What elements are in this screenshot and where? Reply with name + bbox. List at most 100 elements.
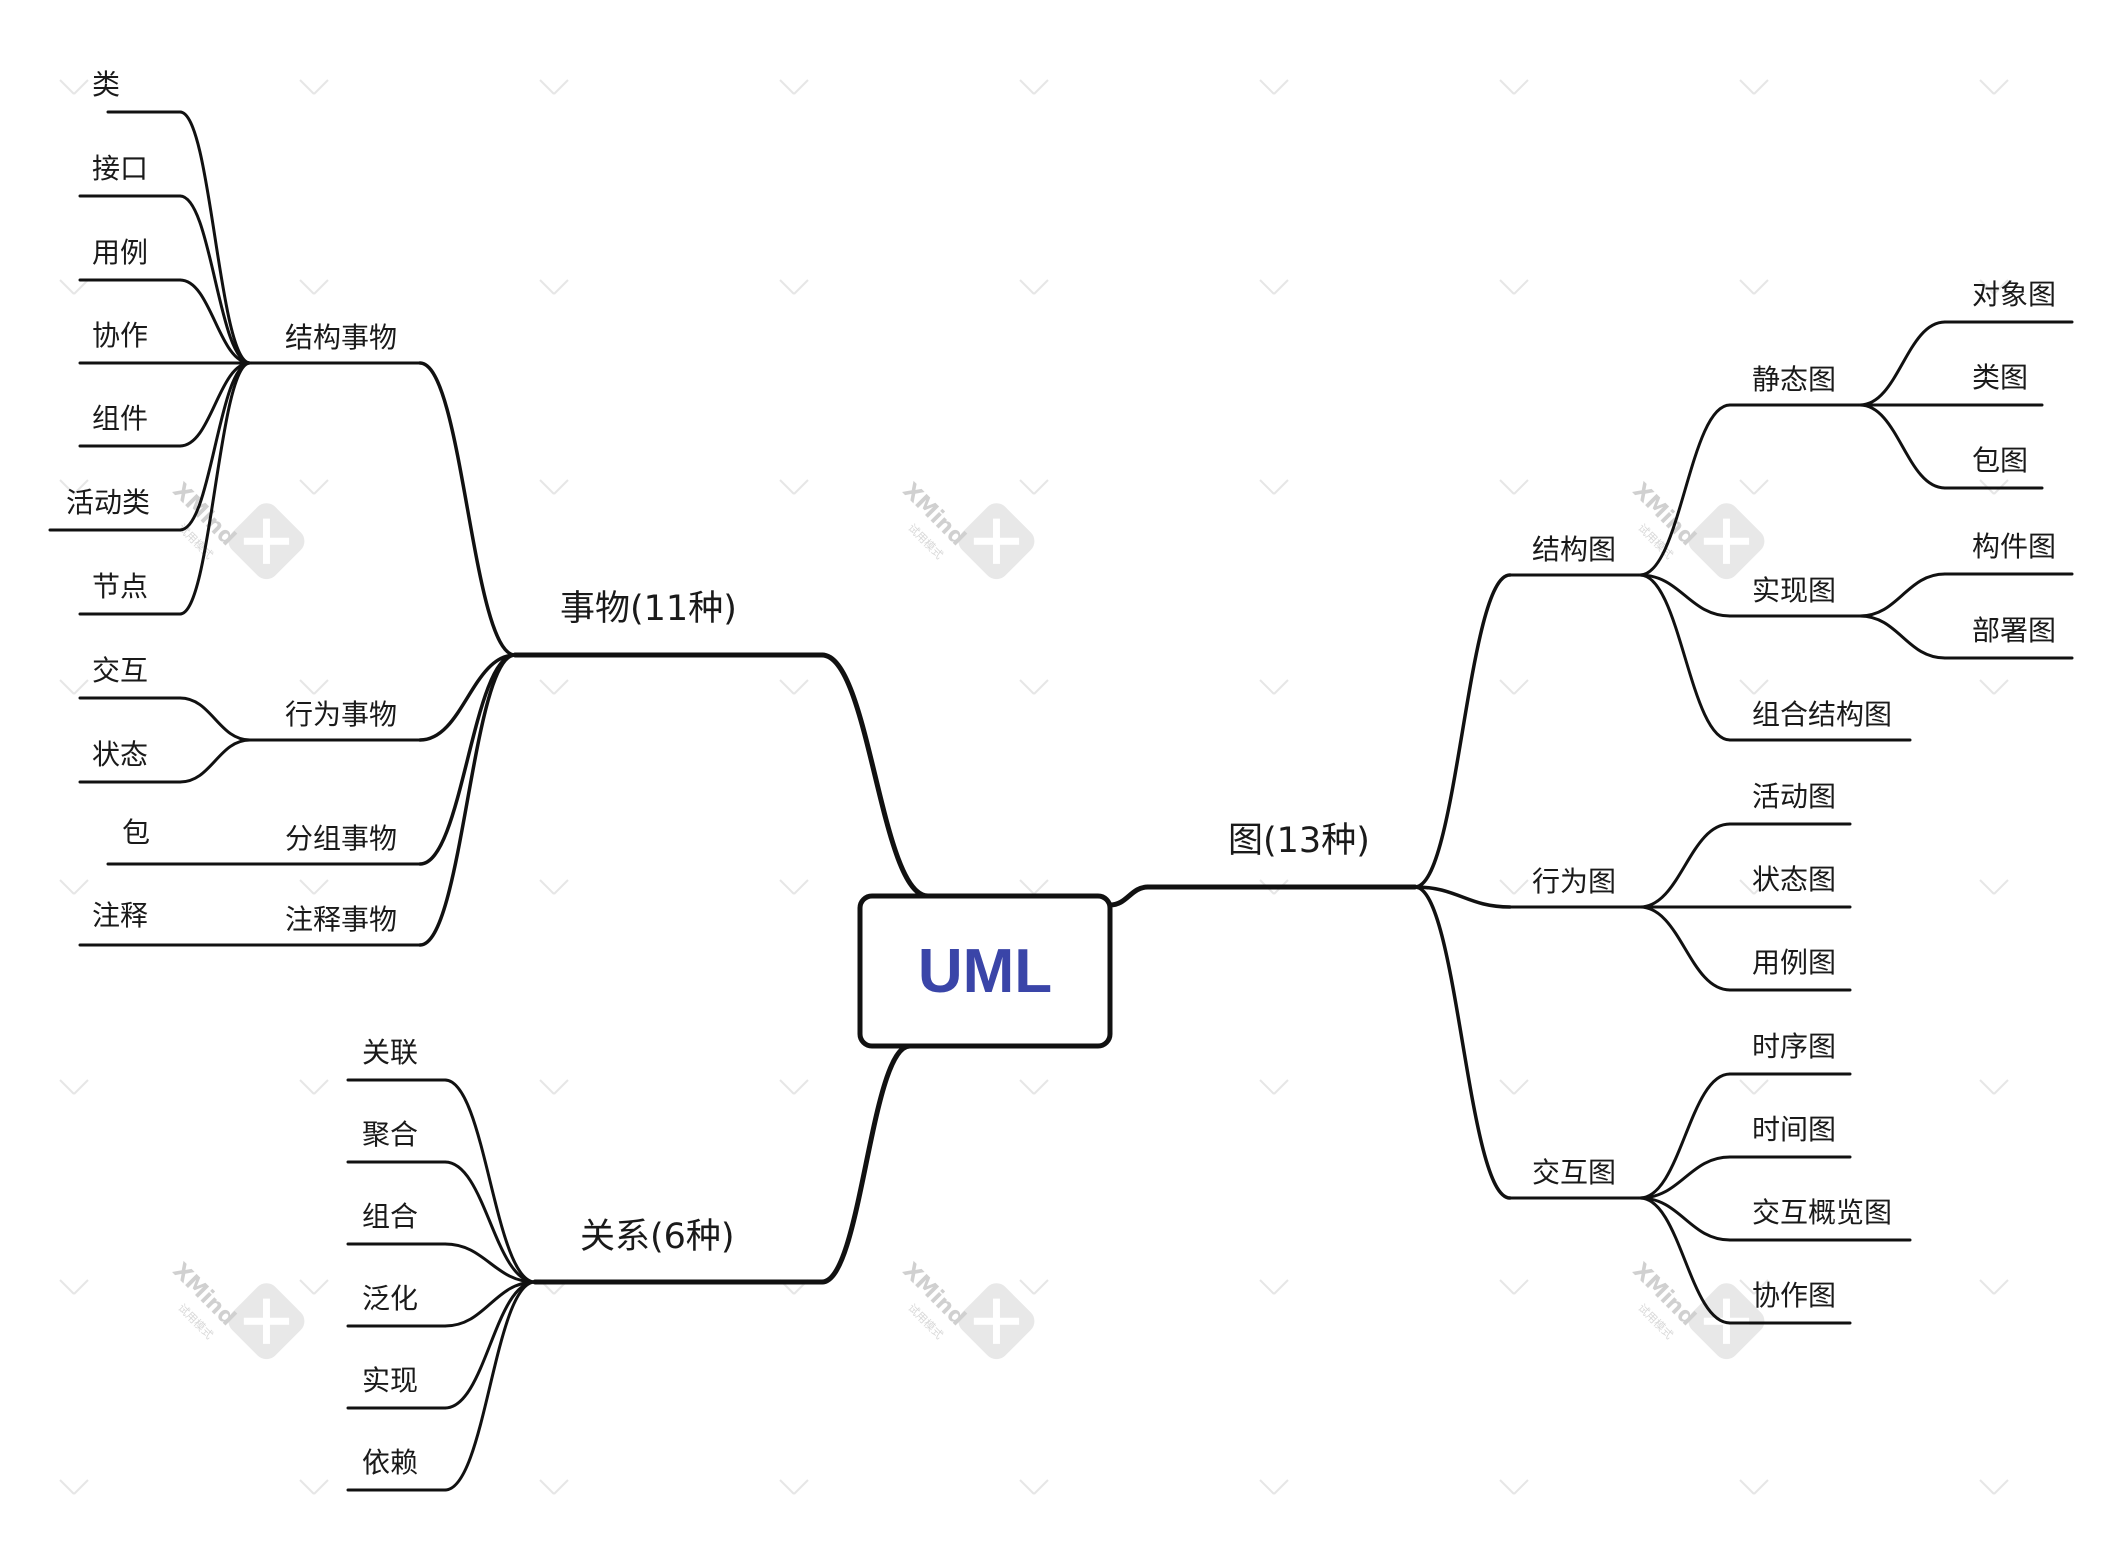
- background-mark: [1499, 679, 1529, 695]
- connector-sub-grouping-things: [418, 653, 517, 866]
- background-mark: [299, 79, 329, 95]
- connector-root-things: [819, 652, 931, 899]
- x-glyph-icon: [243, 518, 290, 564]
- sub-structure-diagrams[interactable]: 结构图: [1532, 533, 1616, 566]
- connector-sub-structural-things: [418, 361, 517, 657]
- background-mark: [1499, 79, 1529, 95]
- sub-behavior-diagrams[interactable]: 行为图: [1532, 865, 1616, 898]
- leaf-relation-3[interactable]: 泛化: [362, 1282, 418, 1315]
- connector-sub-structure-diagrams: [1413, 573, 1512, 889]
- background-mark: [539, 279, 569, 295]
- background-mark: [1499, 479, 1529, 495]
- sub-annotation-things[interactable]: 注释事物: [285, 903, 397, 936]
- background-mark: [59, 279, 89, 295]
- leaf-relation-0[interactable]: 关联: [362, 1036, 418, 1069]
- background-mark: [1739, 879, 1769, 895]
- connector-interaction-leaf: [1638, 1196, 1732, 1325]
- background-mark: [1739, 479, 1769, 495]
- leaf-structural-4[interactable]: 组件: [92, 402, 148, 435]
- leaf-structural-6[interactable]: 节点: [92, 570, 148, 603]
- sub-interaction-diagrams[interactable]: 交互图: [1532, 1156, 1616, 1189]
- background-mark: [1979, 879, 2009, 895]
- leaf-interaction-2[interactable]: 交互概览图: [1752, 1196, 1892, 1229]
- leaf-static-2[interactable]: 包图: [1972, 444, 2028, 477]
- leaf-interaction-1[interactable]: 时间图: [1752, 1113, 1836, 1146]
- leaf-relation-4[interactable]: 实现: [362, 1364, 418, 1397]
- background-mark: [779, 1479, 809, 1495]
- leaf-composite-structure-diagram[interactable]: 组合结构图: [1752, 698, 1892, 731]
- leaf-structural-1[interactable]: 接口: [92, 152, 148, 185]
- connector-relation-leaf: [443, 1242, 537, 1284]
- sub-grouping-things[interactable]: 分组事物: [285, 822, 397, 855]
- x-glyph-icon: [973, 518, 1020, 564]
- connector-sub-interaction-diagrams: [1413, 885, 1512, 1200]
- background-mark: [539, 679, 569, 695]
- leaf-interaction-0[interactable]: 时序图: [1752, 1030, 1836, 1063]
- branch-diagrams[interactable]: 图(13种): [1228, 821, 1370, 861]
- branch-relations[interactable]: 关系(6种): [580, 1217, 735, 1257]
- leaf-static-1[interactable]: 类图: [1972, 361, 2028, 394]
- leaf-structural-3[interactable]: 协作: [92, 319, 148, 352]
- leaf-impl-0[interactable]: 构件图: [1972, 530, 2056, 563]
- sub-static-diagrams[interactable]: 静态图: [1752, 363, 1836, 396]
- connector-structural-leaf: [178, 361, 252, 532]
- background-mark: [1979, 679, 2009, 695]
- connector-sub-implementation-diagrams: [1638, 573, 1732, 618]
- x-glyph-icon: [973, 1298, 1020, 1344]
- background-mark: [539, 479, 569, 495]
- leaf-structural-0[interactable]: 类: [92, 68, 120, 101]
- connector-static-leaf: [1858, 320, 1947, 407]
- x-glyph-icon: [243, 1298, 290, 1344]
- background-mark: [1259, 1479, 1289, 1495]
- connector-structural-leaf: [178, 278, 252, 365]
- connector-behavioral-leaf: [178, 696, 252, 742]
- connector-static-leaf: [1858, 403, 1947, 490]
- background-mark: [1739, 1479, 1769, 1495]
- leaf-impl-1[interactable]: 部署图: [1972, 614, 2056, 647]
- branch-things[interactable]: 事物(11种): [560, 589, 737, 629]
- background-mark: [779, 1079, 809, 1095]
- connector-impl-leaf: [1858, 614, 1947, 660]
- connector-layer: [48, 110, 2074, 1492]
- connector-relation-leaf: [443, 1078, 537, 1284]
- background-mark: [1979, 1079, 2009, 1095]
- sub-behavioral-things[interactable]: 行为事物: [285, 698, 397, 731]
- background-mark: [539, 1079, 569, 1095]
- sub-structural-things[interactable]: 结构事物: [285, 321, 397, 354]
- leaf-behavior-2[interactable]: 用例图: [1752, 946, 1836, 979]
- background-mark: [1979, 1279, 2009, 1295]
- leaf-behavior-0[interactable]: 活动图: [1752, 780, 1836, 813]
- background-mark: [299, 879, 329, 895]
- leaf-interaction-3[interactable]: 协作图: [1752, 1279, 1836, 1312]
- connector-interaction-leaf: [1638, 1196, 1732, 1242]
- connector-structural-leaf: [178, 110, 252, 365]
- leaf-structural-2[interactable]: 用例: [92, 236, 148, 269]
- background-mark: [1019, 79, 1049, 95]
- background-mark: [299, 1079, 329, 1095]
- background-mark: [779, 79, 809, 95]
- connector-behavior-leaf: [1638, 905, 1732, 992]
- leaf-grouping-0[interactable]: 包: [122, 816, 150, 849]
- background-mark: [59, 879, 89, 895]
- leaf-behavioral-1[interactable]: 状态: [92, 738, 148, 771]
- background-mark: [1259, 1279, 1289, 1295]
- leaf-annotation-0[interactable]: 注释: [92, 899, 148, 932]
- leaf-behavior-1[interactable]: 状态图: [1752, 863, 1836, 896]
- leaf-static-0[interactable]: 对象图: [1972, 278, 2056, 311]
- root-node[interactable]: UML: [857, 893, 1113, 1049]
- leaf-relation-1[interactable]: 聚合: [362, 1118, 418, 1151]
- leaf-structural-5[interactable]: 活动类: [66, 486, 150, 519]
- leaf-behavioral-0[interactable]: 交互: [92, 654, 148, 687]
- background-mark: [1979, 1479, 2009, 1495]
- background-mark: [1499, 1479, 1529, 1495]
- leaf-relation-2[interactable]: 组合: [362, 1200, 418, 1233]
- background-mark: [1499, 1279, 1529, 1295]
- sub-implementation-diagrams[interactable]: 实现图: [1752, 574, 1836, 607]
- leaf-relation-5[interactable]: 依赖: [362, 1446, 418, 1479]
- background-mark: [299, 479, 329, 495]
